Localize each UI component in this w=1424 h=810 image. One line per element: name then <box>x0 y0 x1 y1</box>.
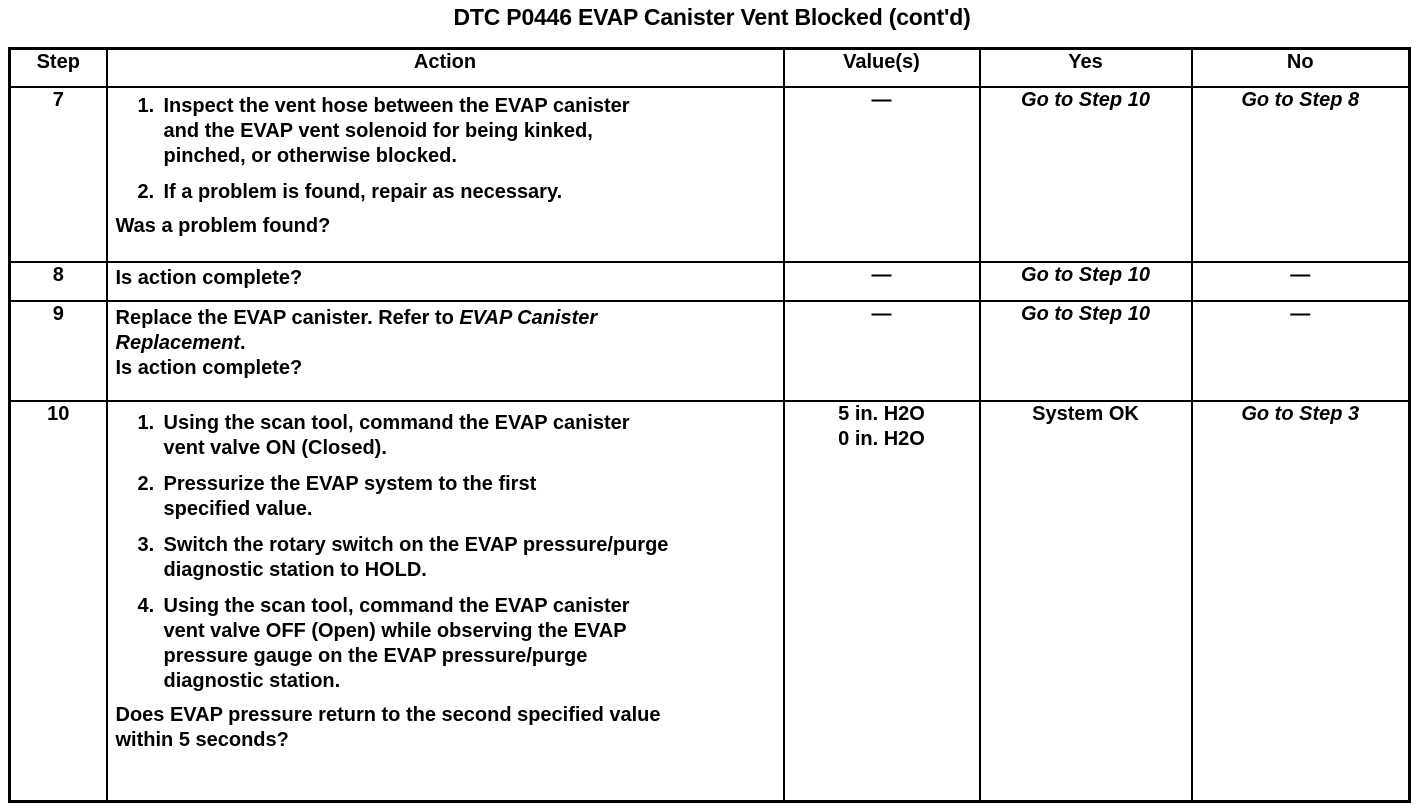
yes-branch-step-8: Go to Step 10 <box>978 261 1193 302</box>
list-text-line: Switch the rotary switch on the EVAP pre… <box>163 534 669 557</box>
instruction-text: Replace the EVAP canister. Refer to <box>115 306 460 329</box>
yes-branch-step-7: Go to Step 10 <box>978 85 1193 264</box>
no-branch-step-8: — <box>1190 261 1411 302</box>
step-number-7: 7 <box>8 85 108 264</box>
list-text-line: vent valve ON (Closed). <box>163 437 387 460</box>
action-content-10: 1. Using the scan tool, command the EVAP… <box>108 402 783 757</box>
action-cell-step-8: Is action complete? <box>105 261 785 302</box>
no-branch-step-10: Go to Step 3 <box>1190 400 1411 803</box>
list-text-line: Using the scan tool, command the EVAP ca… <box>163 595 630 618</box>
action-question-10: Does EVAP pressure return to the second … <box>116 703 777 753</box>
list-text-line: pressure gauge on the EVAP pressure/purg… <box>163 645 588 668</box>
column-header-values: Value(s) <box>782 47 981 88</box>
list-text-line: and the EVAP vent solenoid for being kin… <box>163 120 593 142</box>
no-branch-step-7: Go to Step 8 <box>1190 85 1411 264</box>
diagnostic-table: Step Action Value(s) Yes No 7 1. Inspect… <box>8 47 1411 803</box>
action-instruction-9: Replace the EVAP canister. Refer to EVAP… <box>116 306 777 356</box>
action-list-10: 1. Using the scan tool, command the EVAP… <box>116 411 777 694</box>
table-header: Step Action Value(s) Yes No <box>8 47 1411 88</box>
list-text-line: diagnostic station. <box>163 670 341 693</box>
action-cell-step-7: 1. Inspect the vent hose between the EVA… <box>105 85 785 264</box>
action-content-8: Is action complete? <box>108 263 783 295</box>
column-header-no: No <box>1190 47 1411 88</box>
list-marker: 2. <box>137 473 155 496</box>
list-item: 1. Using the scan tool, command the EVAP… <box>116 411 777 461</box>
list-text-line: diagnostic station to HOLD. <box>163 559 427 582</box>
page-title: DTC P0446 EVAP Canister Vent Blocked (co… <box>453 4 971 30</box>
list-item: 4. Using the scan tool, command the EVAP… <box>116 594 777 694</box>
header-row: Step Action Value(s) Yes No <box>8 47 1411 88</box>
reference-title-line2: Replacement <box>115 331 241 354</box>
list-text-line: specified value. <box>163 498 313 521</box>
table-row-step-10: 10 1. Using the scan tool, command the E… <box>8 400 1411 803</box>
action-content-7: 1. Inspect the vent hose between the EVA… <box>108 88 783 243</box>
list-marker: 1. <box>137 412 155 435</box>
step-number-9: 9 <box>8 299 108 403</box>
list-item: 2. If a problem is found, repair as nece… <box>116 180 777 205</box>
list-item: 1. Inspect the vent hose between the EVA… <box>116 94 777 169</box>
list-marker: 4. <box>137 595 155 618</box>
list-text-line: Using the scan tool, command the EVAP ca… <box>163 412 630 435</box>
column-header-step: Step <box>8 47 108 88</box>
action-cell-step-10: 1. Using the scan tool, command the EVAP… <box>105 400 785 803</box>
list-text-line: vent valve OFF (Open) while observing th… <box>163 620 627 643</box>
list-marker: 1. <box>137 95 155 117</box>
list-text-line: Pressurize the EVAP system to the first <box>163 473 537 496</box>
instruction-period: . <box>240 331 246 354</box>
list-item: 3. Switch the rotary switch on the EVAP … <box>116 533 777 583</box>
value-cell-step-9: — <box>782 299 981 403</box>
list-item: 2. Pressurize the EVAP system to the fir… <box>116 472 777 522</box>
action-question-8: Is action complete? <box>115 267 303 290</box>
column-header-yes: Yes <box>978 47 1193 88</box>
list-marker: 3. <box>137 534 155 557</box>
step-number-8: 8 <box>8 261 108 302</box>
question-line-2: within 5 seconds? <box>115 729 289 752</box>
yes-branch-step-9: Go to Step 10 <box>978 299 1193 403</box>
list-text-line: Inspect the vent hose between the EVAP c… <box>163 95 630 117</box>
value-second-specified: 0 in. H2O <box>838 428 925 451</box>
value-cell-step-8: — <box>782 261 981 302</box>
list-marker: 2. <box>137 181 155 203</box>
action-list-7: 1. Inspect the vent hose between the EVA… <box>116 94 777 205</box>
list-text-line: pinched, or otherwise blocked. <box>163 145 457 167</box>
action-question-7: Was a problem found? <box>115 215 331 237</box>
step-number-10: 10 <box>8 400 108 803</box>
value-cell-step-7: — <box>782 85 981 264</box>
value-first-specified: 5 in. H2O <box>838 403 925 426</box>
list-text-line: If a problem is found, repair as necessa… <box>163 181 563 203</box>
table-row-step-9: 9 Replace the EVAP canister. Refer to EV… <box>8 299 1411 403</box>
action-cell-step-9: Replace the EVAP canister. Refer to EVAP… <box>105 299 785 403</box>
question-line-1: Does EVAP pressure return to the second … <box>115 704 661 727</box>
value-cell-step-10: 5 in. H2O 0 in. H2O <box>782 400 981 803</box>
yes-branch-step-10: System OK <box>978 400 1193 803</box>
action-question-9: Is action complete? <box>115 356 303 379</box>
reference-title-line1: EVAP Canister <box>459 306 598 329</box>
no-branch-step-9: — <box>1190 299 1411 403</box>
table-row-step-8: 8 Is action complete? — Go to Step 10 — <box>8 261 1411 302</box>
column-header-action: Action <box>105 47 785 88</box>
table-row-step-7: 7 1. Inspect the vent hose between the E… <box>8 85 1411 264</box>
action-content-9: Replace the EVAP canister. Refer to EVAP… <box>108 302 783 385</box>
